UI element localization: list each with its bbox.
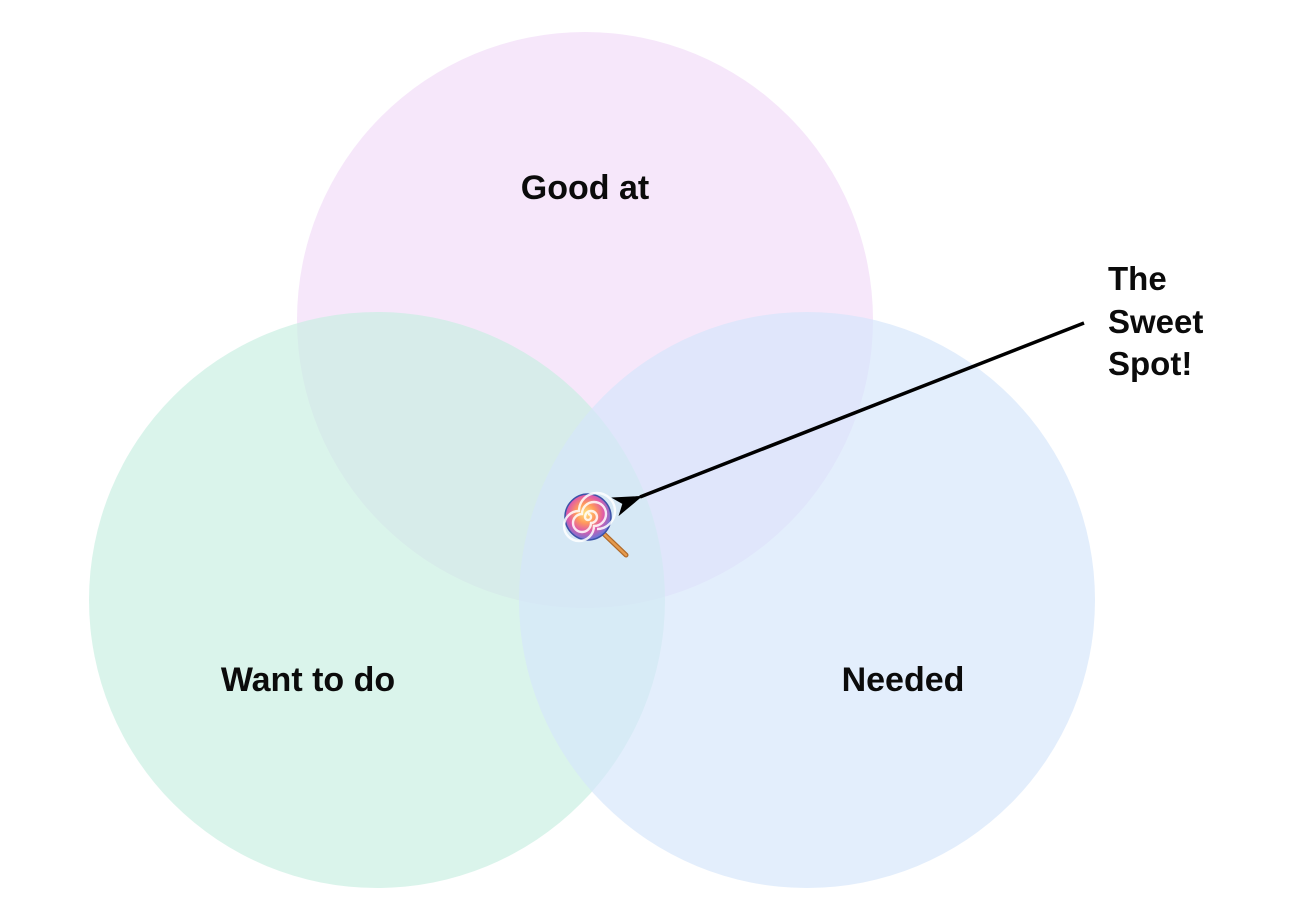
callout-line-1: The [1108, 260, 1167, 297]
sweet-spot-callout: The Sweet Spot! [1108, 260, 1203, 382]
label-want-to-do: Want to do [221, 661, 395, 699]
label-good-at: Good at [521, 169, 649, 207]
callout-line-3: Spot! [1108, 345, 1192, 382]
circle-needed [519, 312, 1095, 888]
callout-arrow [611, 321, 1085, 517]
circle-want-to-do [89, 312, 665, 888]
callout-line-2: Sweet [1108, 303, 1203, 340]
lollipop-icon [562, 491, 629, 558]
label-needed: Needed [842, 661, 965, 699]
